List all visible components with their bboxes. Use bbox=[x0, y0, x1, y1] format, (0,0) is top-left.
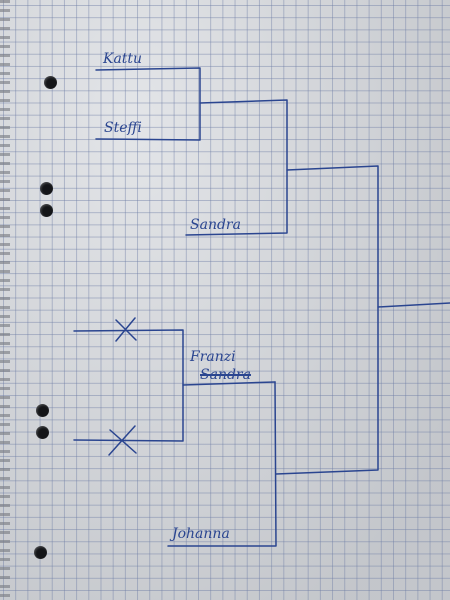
cross-mark-icon bbox=[115, 317, 137, 342]
punch-hole-icon bbox=[36, 426, 49, 439]
bracket-line-to-sandra bbox=[185, 99, 288, 236]
bracket-line-kattu bbox=[95, 67, 201, 141]
participant-steffi: Steffi bbox=[104, 120, 142, 136]
punch-hole-icon bbox=[36, 404, 49, 417]
winner-franzi: Franzi bbox=[190, 349, 236, 365]
bracket-line-final-upper bbox=[275, 165, 379, 475]
participant-kattu: Kattu bbox=[103, 51, 143, 67]
bracket-line-final-out bbox=[377, 302, 450, 308]
spiral-binding bbox=[0, 0, 10, 600]
crossed-out-sandra: Sandra bbox=[200, 367, 251, 383]
punch-hole-icon bbox=[34, 546, 47, 559]
punch-hole-icon bbox=[44, 76, 57, 89]
bracket-line-lower-left bbox=[73, 329, 184, 442]
punch-hole-icon bbox=[40, 204, 53, 217]
winner-sandra: Sandra bbox=[190, 217, 241, 233]
bracket-line-lower-right bbox=[167, 381, 277, 547]
punch-hole-icon bbox=[40, 182, 53, 195]
bracket-line-to-franzi bbox=[182, 381, 276, 386]
participant-johanna: Johanna bbox=[172, 526, 230, 542]
cross-mark-icon bbox=[108, 425, 137, 456]
